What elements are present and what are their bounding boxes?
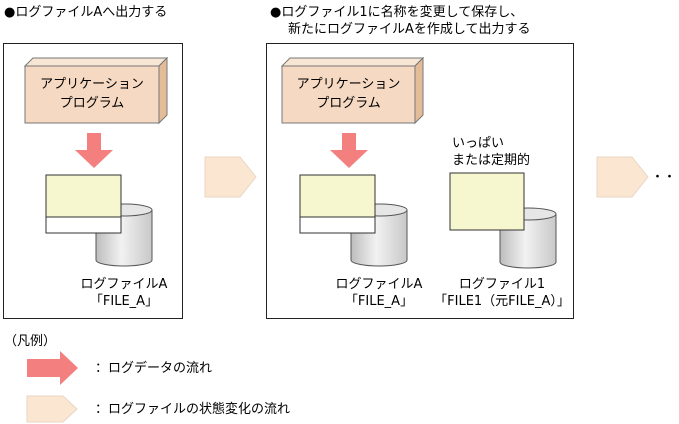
saved-log-sheet [449,172,525,231]
full-or-periodic-line2: または定期的 [452,153,531,168]
state-change-arrow-2 [596,156,649,198]
left-log-data-arrow [75,133,113,168]
saved-log-name: ログファイル1 [458,277,546,292]
legend-title: （凡例） [4,334,57,349]
right-log-data-arrow [330,133,368,168]
left-app-label-line1: アプリケーション [40,77,144,92]
right-app-program-box [280,56,425,125]
left-app-label-line2: プログラム [59,96,125,111]
left-log-name: ログファイルA [80,277,168,292]
left-log-sheet [45,174,122,234]
right-heading-line2: 新たにログファイルAを作成して出力する [288,22,531,37]
right-app-label-line2: プログラム [316,96,381,111]
right-heading-line1: ●ログファイル1に名称を変更して保存し、 [270,5,524,20]
left-log-file: 「FILE_A」 [89,294,159,309]
full-or-periodic-line1: いっぱい [452,136,505,151]
legend-log-data-flow: ：ログデータの流れ [95,361,213,376]
right-log-file: 「FILE_A」 [344,294,414,309]
legend-state-change-arrow [26,395,78,423]
continuation-ellipsis: ・・・ [651,170,679,185]
left-heading: ●ログファイルAへ出力する [4,5,168,20]
saved-log-file: 「FILE1（元FILE_A）」 [434,294,570,309]
legend-state-change-flow: ：ログファイルの状態変化の流れ [95,402,291,417]
right-log-sheet [299,174,376,234]
right-app-label-line1: アプリケーション [296,77,401,92]
legend-log-data-arrow [27,351,78,385]
state-change-arrow-1 [204,156,257,198]
right-log-name: ログファイルA [335,277,423,292]
left-app-program-box [23,56,169,125]
